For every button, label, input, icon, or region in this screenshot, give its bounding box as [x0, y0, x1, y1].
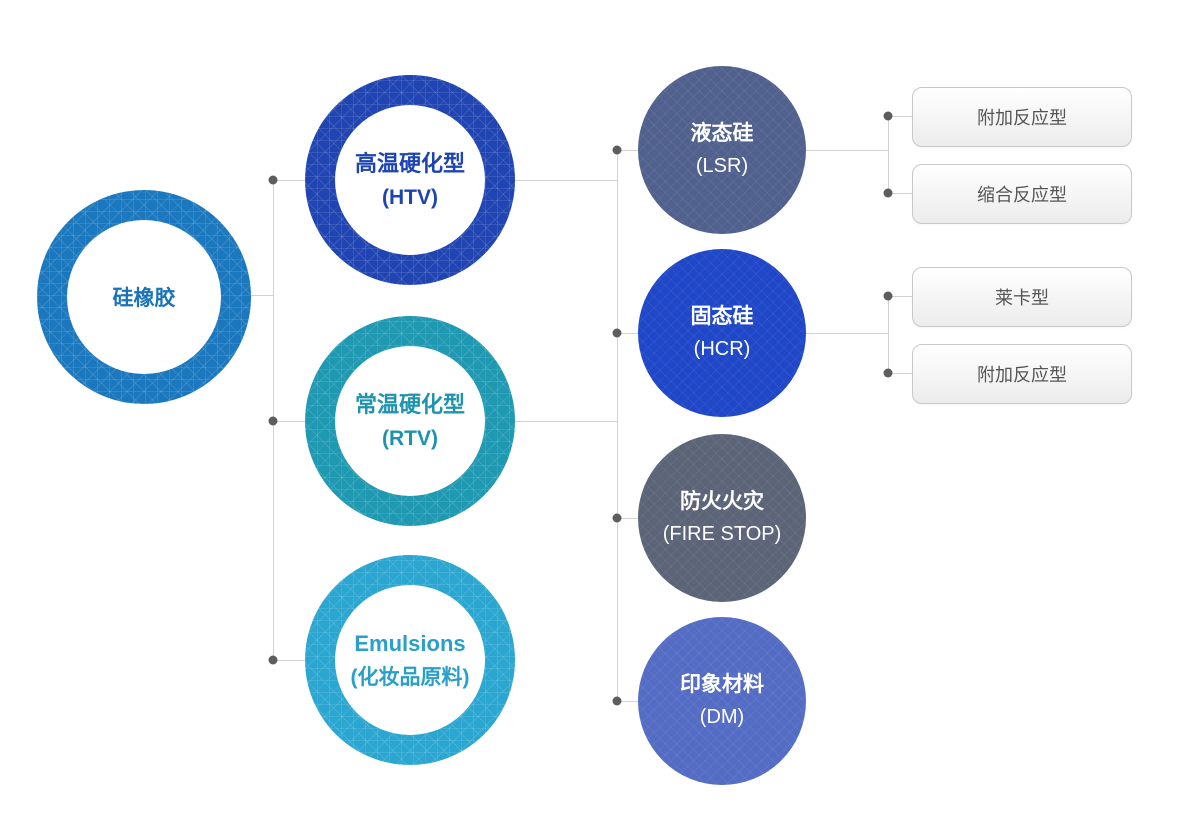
connector-stub-emulsions [273, 660, 305, 661]
node-rtv-label-line2: (RTV) [381, 426, 438, 450]
node-lsr-label-line1: 液态硅 [690, 122, 754, 146]
node-lsr-disc: 液态硅 (LSR) [638, 66, 806, 234]
node-emulsions-label-line1: Emulsions [354, 630, 466, 656]
node-emulsions-label-line2: (化妆品原料) [350, 665, 470, 689]
connector-stub-box2 [888, 193, 912, 194]
node-htv-label: 高温硬化型 (HTV) [355, 146, 465, 215]
node-lsr-label-line2: (LSR) [695, 154, 749, 177]
node-rtv-label: 常温硬化型 (RTV) [355, 387, 465, 456]
node-hcr-disc: 固态硅 (HCR) [638, 249, 806, 417]
leaf-addition-reaction-lsr: 附加反应型 [912, 87, 1132, 147]
connector-stub-dm [617, 701, 638, 702]
connector-stub-box1 [888, 116, 912, 117]
connector-lsr-bracket [888, 116, 889, 193]
connector-hcr-bracket [888, 296, 889, 373]
node-silicone-rubber-ring: 硅橡胶 [37, 190, 251, 404]
node-htv-ring: 高温硬化型 (HTV) [305, 75, 515, 285]
node-dm-label-line2: (DM) [699, 705, 745, 728]
connector-dot-firestop [612, 513, 622, 523]
connector-dot-rtv [268, 416, 278, 426]
connector-dot-lsr [612, 145, 622, 155]
node-firestop-label-line2: (FIRE STOP) [662, 522, 782, 545]
node-emulsions-ring: Emulsions (化妆品原料) [305, 555, 515, 765]
connector-stub-rtv [273, 421, 305, 422]
node-dm-label-line1: 印象材料 [680, 673, 764, 697]
node-firestop-label-line1: 防火火灾 [680, 490, 764, 514]
node-emulsions-label: Emulsions (化妆品原料) [351, 626, 470, 695]
connector-stub-box3 [888, 296, 912, 297]
node-htv-label-line2: (HTV) [381, 185, 438, 209]
node-hcr-label-line2: (HCR) [693, 337, 751, 360]
connector-rtv-to-l2 [515, 421, 617, 422]
connector-dot-box4 [883, 368, 893, 378]
connector-htv-to-l2 [515, 180, 617, 181]
connector-dot-htv [268, 175, 278, 185]
connector-dot-hcr [612, 328, 622, 338]
node-hcr-label-line1: 固态硅 [690, 305, 754, 329]
connector-stub-firestop [617, 518, 638, 519]
connector-stub-htv [273, 180, 305, 181]
leaf-condensation-reaction-lsr: 缩合反应型 [912, 164, 1132, 224]
connector-root-to-l1 [251, 295, 273, 296]
connector-l2-vertical [617, 150, 618, 701]
leaf-lycra-type-hcr: 莱卡型 [912, 267, 1132, 327]
connector-stub-lsr [617, 150, 638, 151]
connector-stub-box4 [888, 373, 912, 374]
node-htv-inner: 高温硬化型 (HTV) [335, 105, 485, 255]
connector-hcr-to-l3 [806, 333, 888, 334]
node-rtv-inner: 常温硬化型 (RTV) [335, 346, 485, 496]
leaf-addition-reaction-hcr: 附加反应型 [912, 344, 1132, 404]
node-htv-label-line1: 高温硬化型 [354, 150, 465, 176]
connector-dot-box1 [883, 111, 893, 121]
connector-dot-emulsions [268, 655, 278, 665]
connector-lsr-to-l3 [806, 150, 888, 151]
connector-dot-box3 [883, 291, 893, 301]
node-rtv-ring: 常温硬化型 (RTV) [305, 316, 515, 526]
node-rtv-label-line1: 常温硬化型 [354, 391, 465, 417]
node-silicone-rubber-inner: 硅橡胶 [67, 220, 221, 374]
node-dm-disc: 印象材料 (DM) [638, 617, 806, 785]
node-firestop-disc: 防火火灾 (FIRE STOP) [638, 434, 806, 602]
connector-dot-box2 [883, 188, 893, 198]
connector-stub-hcr [617, 333, 638, 334]
node-silicone-rubber-label: 硅橡胶 [112, 287, 176, 310]
connector-dot-dm [612, 696, 622, 706]
node-emulsions-inner: Emulsions (化妆品原料) [335, 585, 485, 735]
